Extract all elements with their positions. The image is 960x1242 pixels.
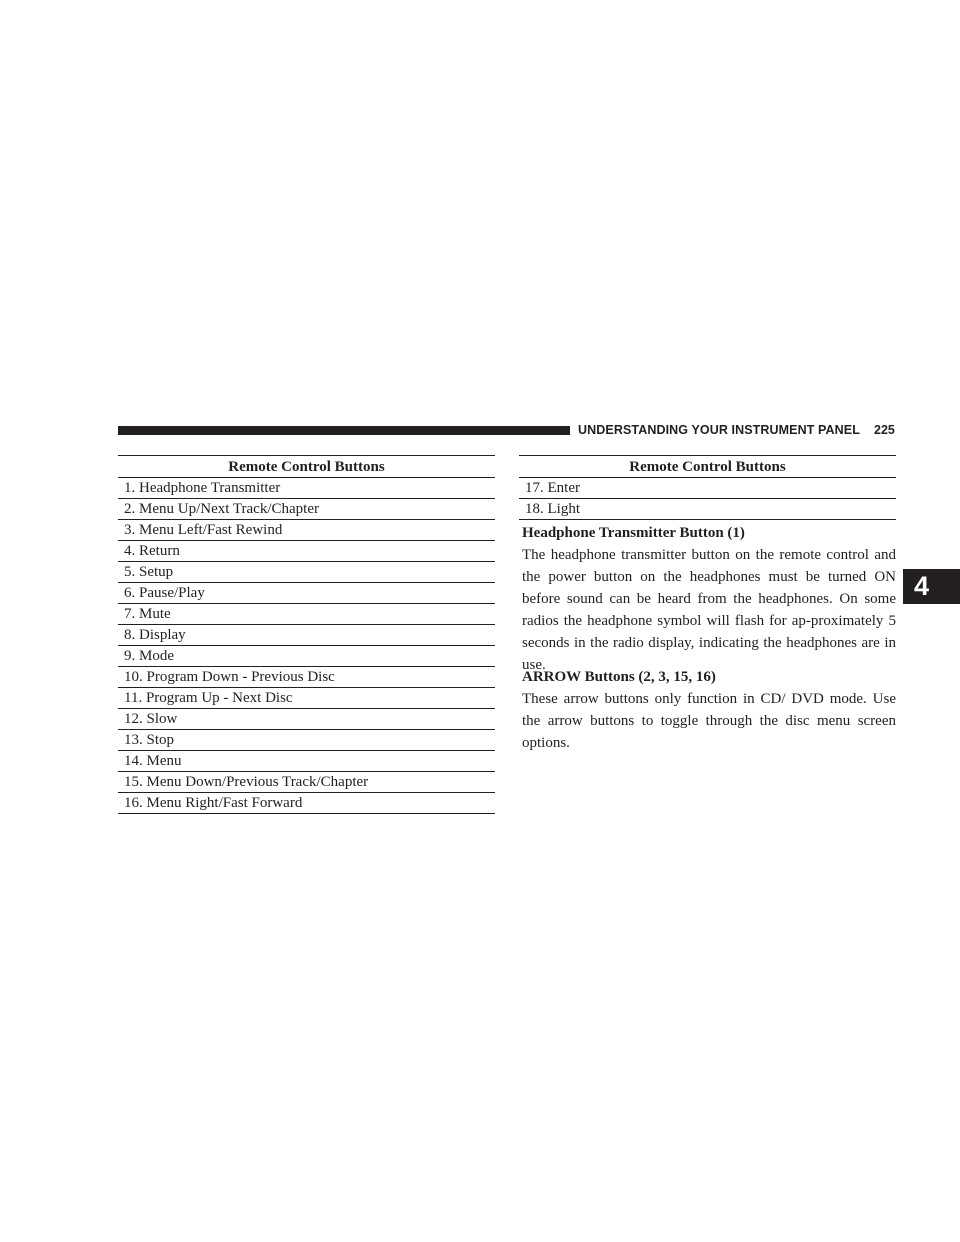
table-row: 5. Setup xyxy=(118,562,495,583)
section-body: These arrow buttons only function in CD/… xyxy=(522,691,896,751)
table-row: 2. Menu Up/Next Track/Chapter xyxy=(118,499,495,520)
page-number: 225 xyxy=(874,423,895,437)
table-row: 16. Menu Right/Fast Forward xyxy=(118,793,495,814)
table-row: 6. Pause/Play xyxy=(118,583,495,604)
chapter-tab: 4 xyxy=(903,569,960,604)
table-row: 14. Menu xyxy=(118,751,495,772)
table-row: 17. Enter xyxy=(519,478,896,499)
table-row: 10. Program Down - Previous Disc xyxy=(118,667,495,688)
header-rule xyxy=(118,426,570,435)
headphone-transmitter-section: Headphone Transmitter Button (1) The hea… xyxy=(522,522,896,676)
table-row: 8. Display xyxy=(118,625,495,646)
arrow-buttons-section: ARROW Buttons (2, 3, 15, 16) These arrow… xyxy=(522,666,896,754)
section-heading: Headphone Transmitter Button (1) xyxy=(522,525,745,541)
table-row: 18. Light xyxy=(519,499,896,520)
table-row: 3. Menu Left/Fast Rewind xyxy=(118,520,495,541)
section-heading: ARROW Buttons (2, 3, 15, 16) xyxy=(522,669,716,685)
table-row: 4. Return xyxy=(118,541,495,562)
remote-buttons-table-left: Remote Control Buttons 1. Headphone Tran… xyxy=(118,455,495,814)
table-caption: Remote Control Buttons xyxy=(519,456,896,478)
table-row: 1. Headphone Transmitter xyxy=(118,478,495,499)
table-row: 15. Menu Down/Previous Track/Chapter xyxy=(118,772,495,793)
section-body: The headphone transmitter button on the … xyxy=(522,547,896,673)
table-row: 9. Mode xyxy=(118,646,495,667)
table-row: 11. Program Up - Next Disc xyxy=(118,688,495,709)
table-row: 13. Stop xyxy=(118,730,495,751)
table-row: 12. Slow xyxy=(118,709,495,730)
table-row: 7. Mute xyxy=(118,604,495,625)
running-header-title: UNDERSTANDING YOUR INSTRUMENT PANEL xyxy=(578,423,860,437)
table-caption: Remote Control Buttons xyxy=(118,456,495,478)
remote-buttons-table-right: Remote Control Buttons 17. Enter 18. Lig… xyxy=(519,455,896,520)
